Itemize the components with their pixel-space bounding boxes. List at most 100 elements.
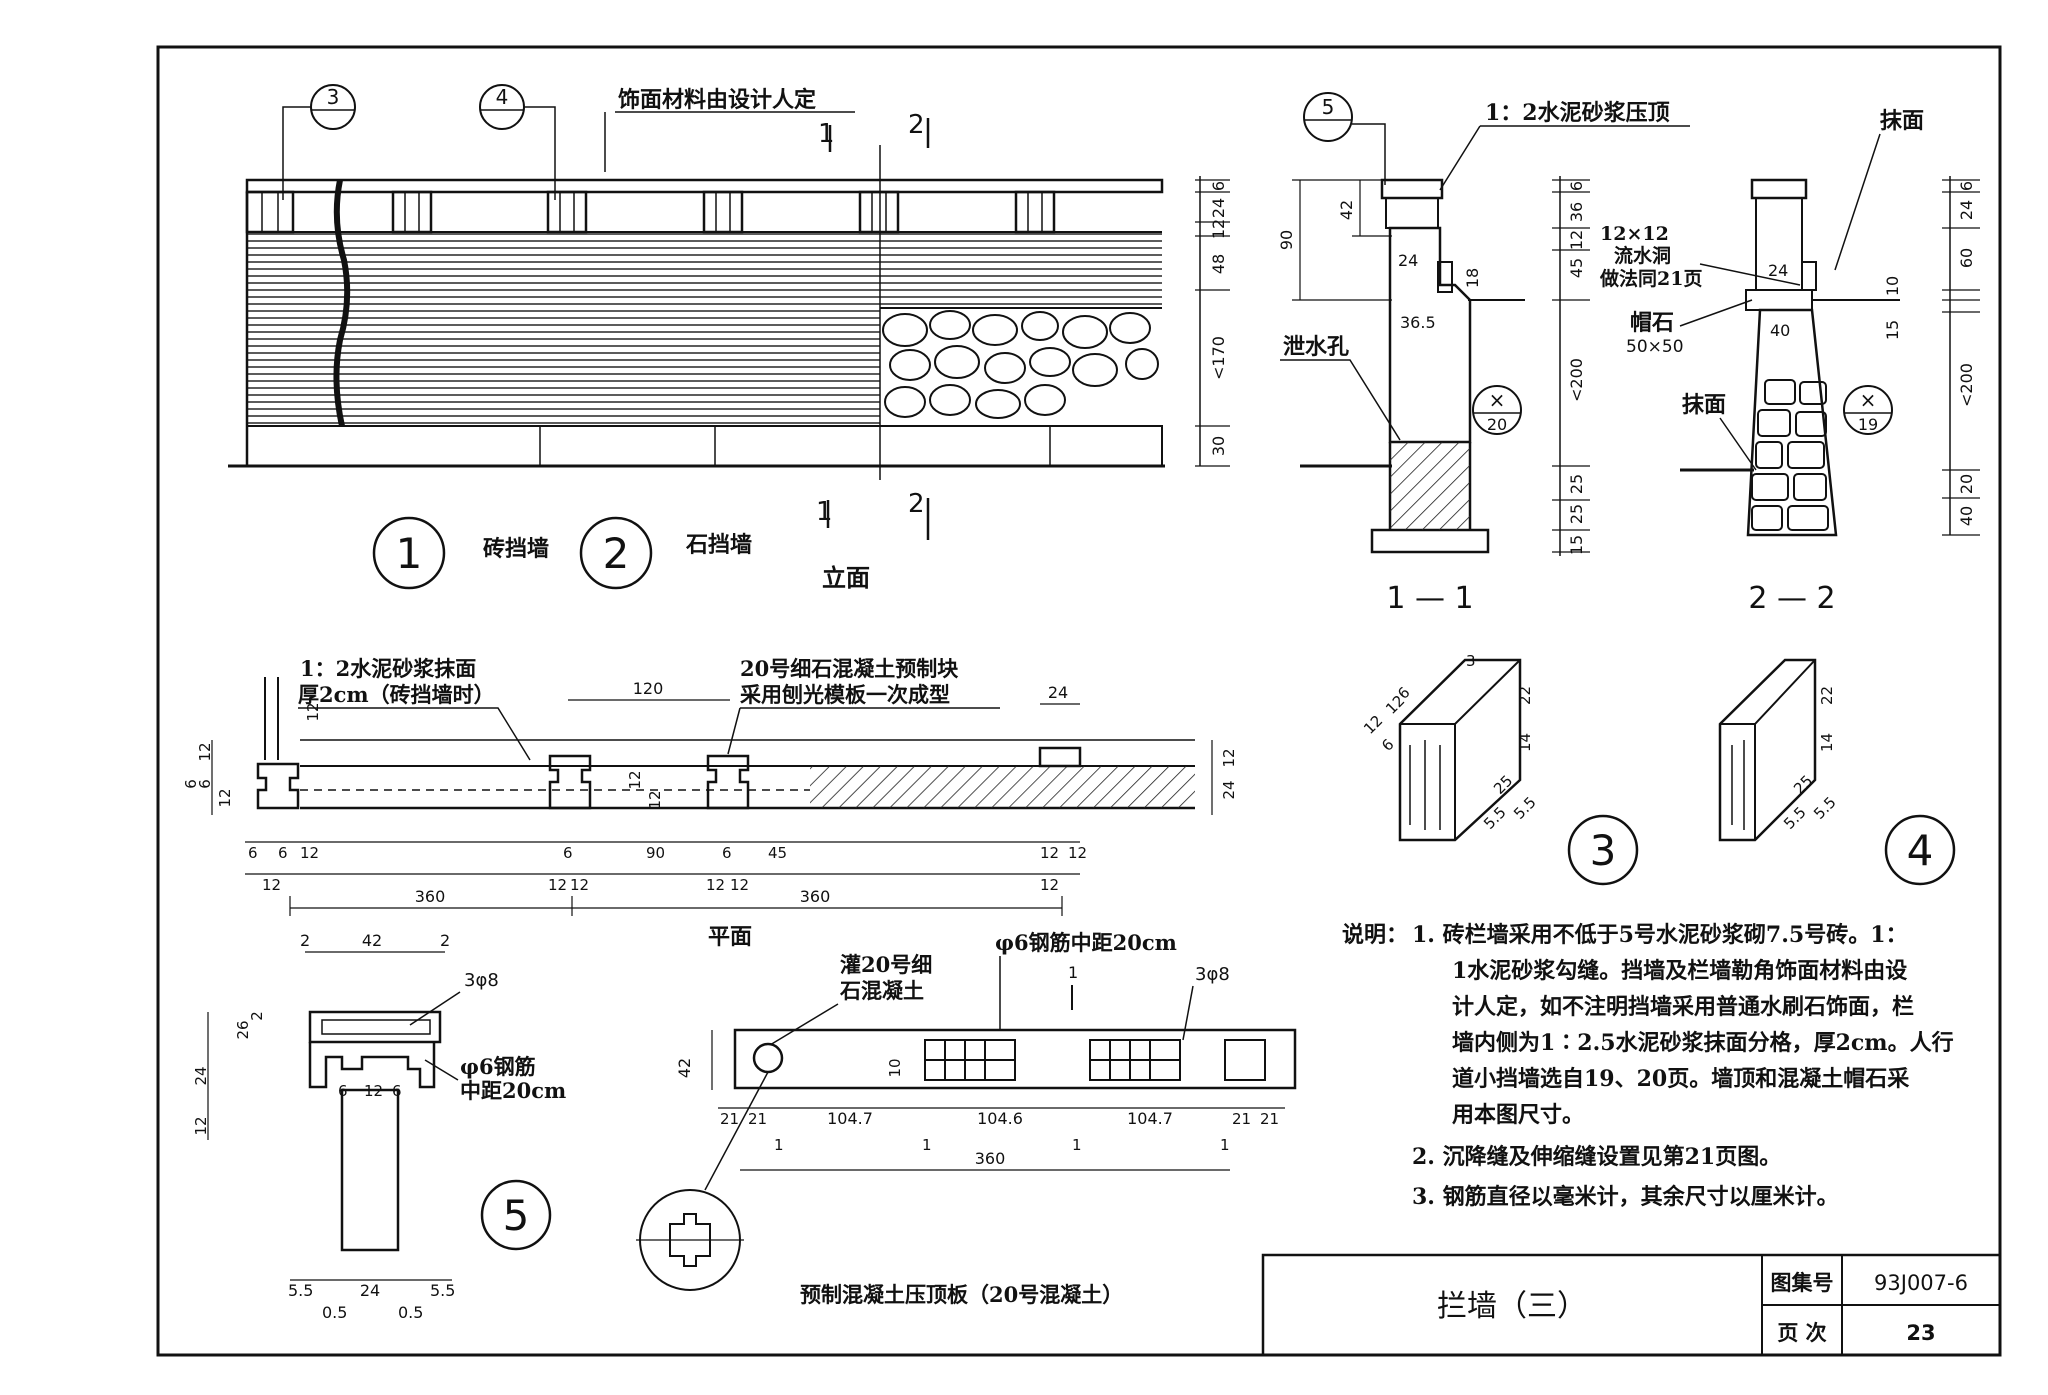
svg-text:12: 12 — [1360, 712, 1386, 738]
svg-text:19: 19 — [1858, 415, 1878, 434]
svg-text:5.5: 5.5 — [430, 1281, 455, 1300]
svg-text:φ6钢筋: φ6钢筋 — [460, 1054, 536, 1079]
svg-text:40: 40 — [1957, 506, 1976, 526]
svg-text:说明：: 说明： — [1342, 922, 1408, 948]
elevation-dims: 6 24 12 48 <170 30 — [1195, 176, 1230, 467]
svg-text:360: 360 — [415, 887, 446, 906]
svg-text:6: 6 — [563, 844, 573, 862]
svg-text:6: 6 — [182, 779, 200, 789]
notes: 说明： 1. 砖栏墙采用不低于5号水泥砂浆砌7.5号砖。1： 1水泥砂浆勾缝。挡… — [1342, 922, 1954, 1210]
svg-text:灌20号细: 灌20号细 — [840, 952, 932, 977]
callout-3: 3 — [282, 84, 356, 200]
svg-text:36: 36 — [1567, 202, 1586, 222]
svg-text:20: 20 — [1957, 474, 1976, 494]
note-finish: 饰面材料由设计人定 — [618, 87, 816, 113]
stone-pattern — [882, 310, 1159, 419]
svg-text:6: 6 — [278, 844, 288, 862]
svg-text:21: 21 — [720, 1110, 739, 1128]
svg-text:抹面: 抹面 — [1880, 108, 1924, 134]
plan-view: 1：2水泥砂浆抹面 厚2cm（砖挡墙时） 20号细石混凝土预制块 采用刨光模板一… — [182, 656, 1238, 950]
sheet-title: 拦墙（三） — [1437, 1289, 1587, 1324]
svg-text:360: 360 — [975, 1149, 1006, 1168]
svg-text:砖挡墙: 砖挡墙 — [483, 536, 549, 562]
svg-text:泄水孔: 泄水孔 — [1283, 334, 1349, 360]
svg-text:6: 6 — [338, 1082, 348, 1100]
svg-text:1: 1 — [774, 1136, 784, 1154]
svg-text:48: 48 — [1209, 254, 1228, 274]
svg-text:平面: 平面 — [708, 924, 752, 950]
svg-text:5.5: 5.5 — [1480, 803, 1510, 833]
svg-text:20: 20 — [1487, 415, 1507, 434]
svg-text:12: 12 — [1220, 748, 1238, 767]
svg-text:10: 10 — [886, 1058, 904, 1077]
svg-text:做法同21页: 做法同21页 — [1599, 267, 1702, 290]
title-block: 拦墙（三） 图集号 93J007-6 页 次 23 — [1261, 1253, 2002, 1357]
svg-text:12: 12 — [570, 876, 589, 894]
svg-text:21: 21 — [1260, 1110, 1279, 1128]
svg-text:6: 6 — [248, 844, 258, 862]
svg-text:24: 24 — [1209, 198, 1228, 218]
svg-text:1: 1 — [396, 529, 423, 578]
svg-text:×: × — [1860, 388, 1877, 412]
svg-text:墙内侧为1∶2.5水泥砂浆抹面分格，厚2cm。人行: 墙内侧为1∶2.5水泥砂浆抹面分格，厚2cm。人行 — [1452, 1030, 1954, 1056]
svg-text:帽石: 帽石 — [1630, 310, 1674, 336]
svg-text:3φ8: 3φ8 — [1195, 964, 1230, 985]
svg-text:道小挡墙选自19、20页。墙顶和混凝土帽石采: 道小挡墙选自19、20页。墙顶和混凝土帽石采 — [1452, 1066, 1909, 1092]
svg-text:6: 6 — [722, 844, 732, 862]
svg-text:1: 1 — [816, 497, 833, 527]
svg-text:1水泥砂浆勾缝。挡墙及栏墙勒角饰面材料由设: 1水泥砂浆勾缝。挡墙及栏墙勒角饰面材料由设 — [1452, 958, 1907, 984]
svg-text:25: 25 — [1490, 772, 1516, 798]
svg-text:20号细石混凝土预制块: 20号细石混凝土预制块 — [740, 656, 959, 681]
svg-text:1: 1 — [1220, 1136, 1230, 1154]
svg-text:页 次: 页 次 — [1777, 1320, 1826, 1345]
svg-text:5.5: 5.5 — [1510, 793, 1540, 823]
svg-text:30: 30 — [1209, 436, 1228, 456]
svg-text:计人定，如不注明挡墙采用普通水刷石饰面，栏: 计人定，如不注明挡墙采用普通水刷石饰面，栏 — [1452, 994, 1914, 1020]
svg-text:12: 12 — [304, 702, 322, 721]
svg-text:12: 12 — [364, 1082, 383, 1100]
svg-text:104.7: 104.7 — [827, 1109, 873, 1128]
svg-text:12: 12 — [216, 788, 234, 807]
svg-text:22: 22 — [1818, 686, 1836, 705]
svg-text:104.6: 104.6 — [977, 1109, 1023, 1128]
svg-text:15: 15 — [1883, 320, 1902, 340]
section-1-1-title: 1 — 1 — [1386, 581, 1473, 616]
svg-text:2: 2 — [603, 529, 630, 578]
svg-text:12: 12 — [262, 876, 281, 894]
svg-text:φ6钢筋中距20cm: φ6钢筋中距20cm — [995, 930, 1177, 955]
svg-text:60: 60 — [1957, 248, 1976, 268]
svg-text:4: 4 — [1907, 826, 1934, 875]
svg-text:2: 2 — [440, 931, 450, 950]
svg-text:90: 90 — [646, 844, 665, 862]
detail-4: 22 14 25 5.5 5.5 4 — [1718, 658, 1956, 886]
svg-text:2. 沉降缝及伸缩缝设置见第21页图。: 2. 沉降缝及伸缩缝设置见第21页图。 — [1412, 1144, 1781, 1170]
svg-text:25: 25 — [1567, 474, 1586, 494]
svg-text:24: 24 — [192, 1066, 210, 1085]
svg-text:抹面: 抹面 — [1682, 392, 1726, 418]
detail-3: 6 12 12 6 3 22 14 25 5.5 5.5 3 — [1360, 652, 1639, 886]
section-2-2: 抹面 12×12 流水洞 做法同21页 帽石 50×50 24 40 抹面 × … — [1599, 108, 1980, 616]
svg-text:24: 24 — [1398, 251, 1418, 270]
svg-text:2: 2 — [248, 1011, 266, 1021]
svg-text:90: 90 — [1277, 230, 1296, 250]
svg-text:6: 6 — [196, 779, 214, 789]
svg-text:6: 6 — [1209, 181, 1228, 191]
svg-text:5.5: 5.5 — [288, 1281, 313, 1300]
svg-text:图集号: 图集号 — [1771, 1270, 1834, 1295]
svg-text:12: 12 — [192, 1116, 210, 1135]
svg-text:45: 45 — [768, 844, 787, 862]
elevation-piers — [245, 190, 1056, 234]
svg-text:12: 12 — [1068, 844, 1087, 862]
svg-text:3. 钢筋直径以毫米计，其余尺寸以厘米计。: 3. 钢筋直径以毫米计，其余尺寸以厘米计。 — [1412, 1184, 1839, 1210]
svg-text:1: 1 — [1068, 963, 1078, 982]
svg-text:6: 6 — [1378, 735, 1397, 754]
svg-text:12: 12 — [196, 742, 214, 761]
svg-text:6: 6 — [1957, 181, 1976, 191]
svg-text:×: × — [1489, 388, 1506, 412]
svg-text:12: 12 — [646, 790, 664, 809]
svg-text:22: 22 — [1516, 686, 1534, 705]
svg-text:4: 4 — [496, 85, 509, 109]
atlas-number: 93J007-6 — [1874, 1271, 1968, 1295]
svg-text:21: 21 — [1232, 1110, 1251, 1128]
